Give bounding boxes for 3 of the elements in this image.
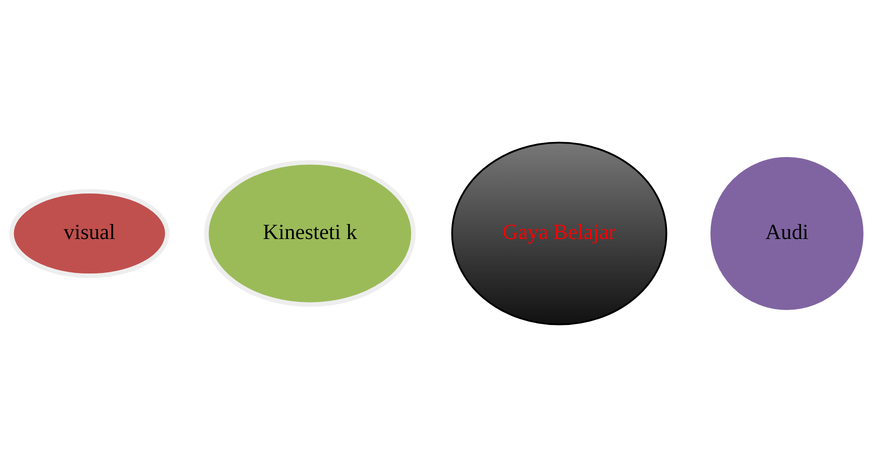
node-ellipse: Kinesteti k xyxy=(204,160,416,306)
node-ellipse: visual xyxy=(9,188,170,278)
node-ellipse: Gaya Belajar xyxy=(451,141,668,325)
